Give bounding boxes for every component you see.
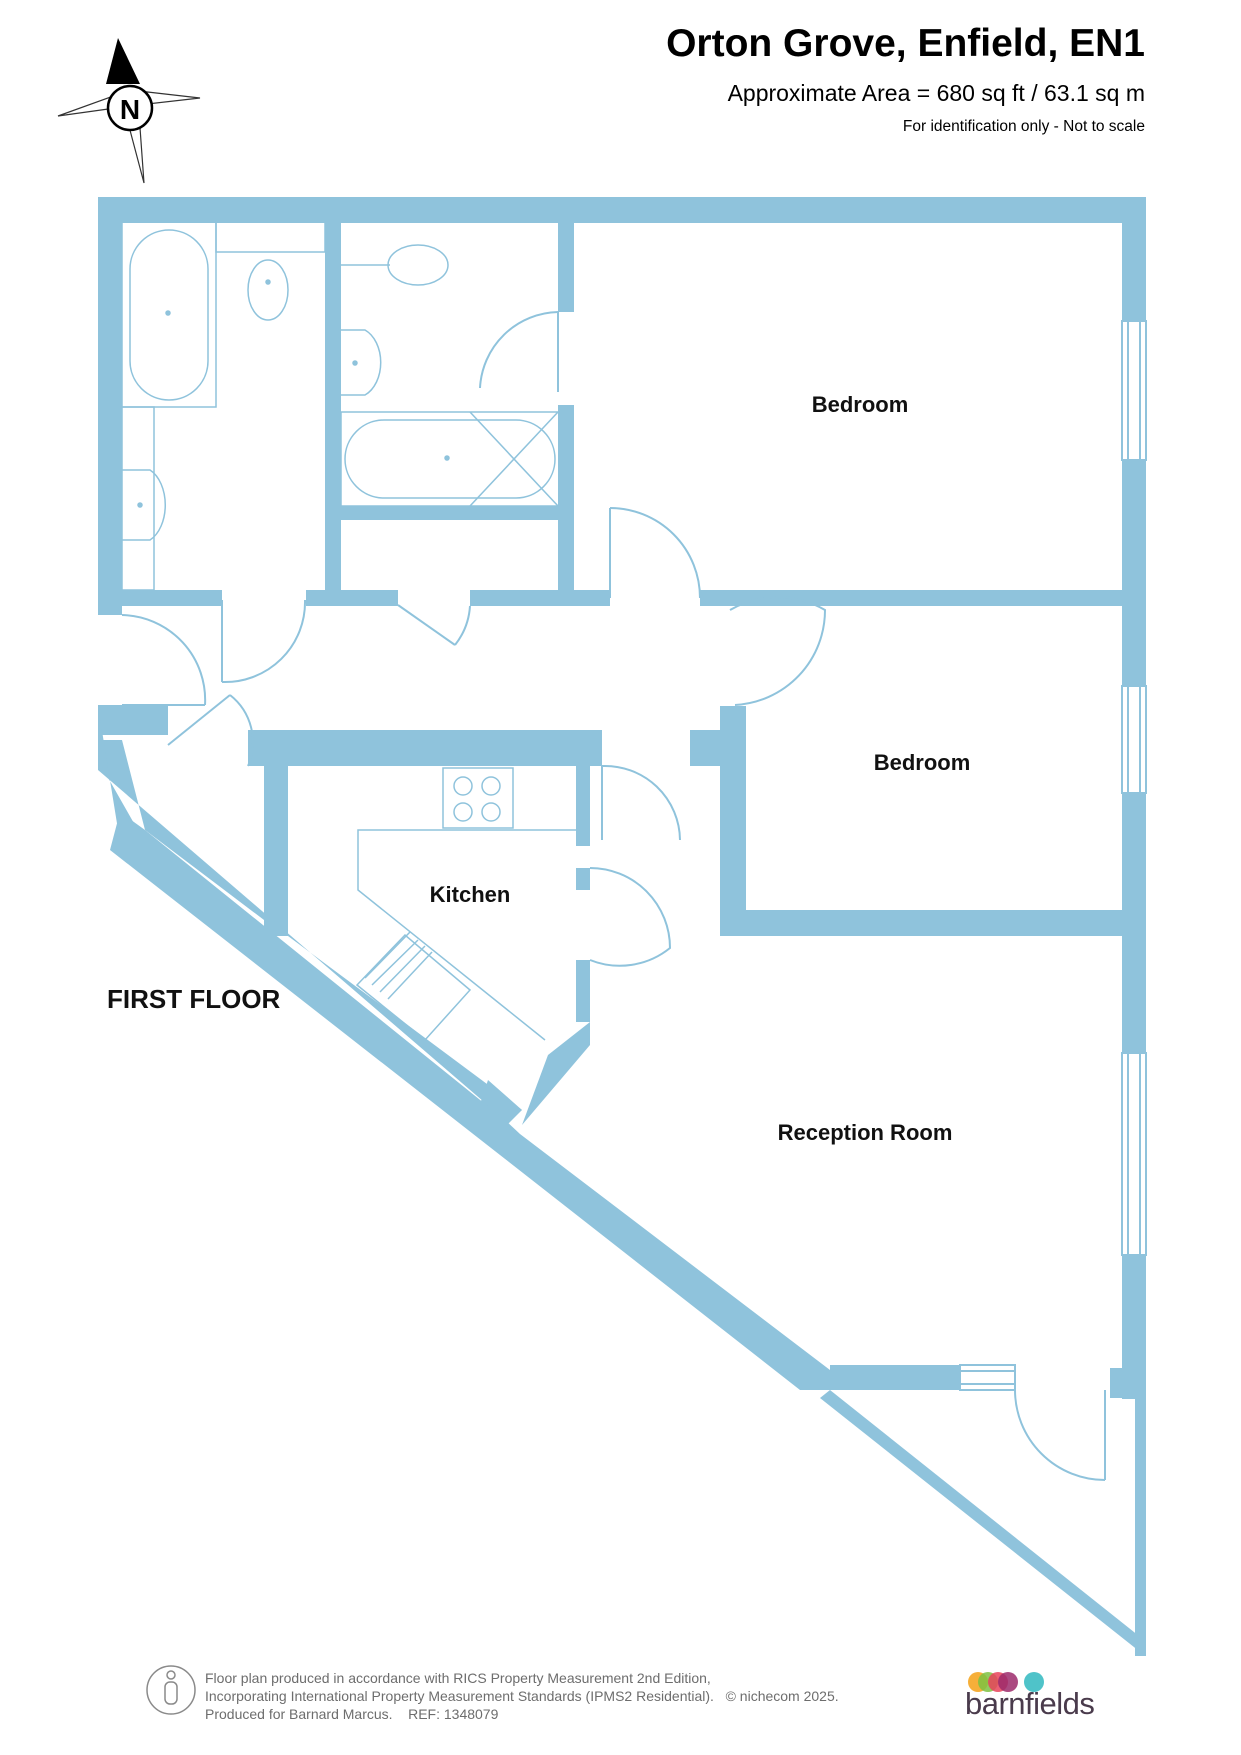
walls: [98, 197, 1146, 1656]
toilet-icon: [247, 259, 289, 321]
footer-line-2-text: Incorporating International Property Mea…: [205, 1688, 714, 1704]
doors: [121, 311, 1106, 1481]
person-icon: [146, 1665, 196, 1715]
sink-icon: [355, 933, 472, 1042]
fixtures: [121, 221, 576, 1042]
windows: [959, 320, 1147, 1391]
floor-label: FIRST FLOOR: [107, 984, 281, 1014]
bathtub-icon: [121, 221, 217, 408]
compass-north-icon: N: [57, 38, 201, 184]
footer-ref: REF: 1348079: [408, 1706, 499, 1722]
room-label-kitchen: Kitchen: [430, 882, 511, 907]
area-text: Approximate Area = 680 sq ft / 63.1 sq m: [727, 80, 1145, 106]
footer-line-3: Produced for Barnard Marcus. REF: 134807…: [205, 1705, 839, 1723]
bathtub-inner: [129, 229, 209, 401]
footer-copyright: © nichecom 2025.: [725, 1688, 839, 1704]
footer-text: Floor plan produced in accordance with R…: [205, 1669, 839, 1723]
cistern-icon: [215, 221, 326, 253]
page-title: Orton Grove, Enfield, EN1: [666, 22, 1145, 65]
basin-icon-2: [341, 329, 382, 396]
bathtub-icon-2: [344, 419, 556, 499]
footer-line-2: Incorporating International Property Mea…: [205, 1687, 839, 1705]
scale-note: For identification only - Not to scale: [902, 118, 1145, 135]
footer-line-3-text: Produced for Barnard Marcus.: [205, 1706, 393, 1722]
brand-name: barnfields: [965, 1686, 1095, 1721]
basin-icon: [122, 469, 167, 541]
brand-logo-icon: [968, 1672, 1044, 1692]
toilet-icon-2: [387, 244, 449, 286]
room-label-bedroom-1: Bedroom: [812, 392, 909, 417]
compass-label: N: [120, 94, 140, 125]
hob-icon: [442, 767, 514, 829]
footer-line-1: Floor plan produced in accordance with R…: [205, 1670, 711, 1686]
room-label-reception: Reception Room: [778, 1120, 953, 1145]
room-label-bedroom-2: Bedroom: [874, 750, 971, 775]
